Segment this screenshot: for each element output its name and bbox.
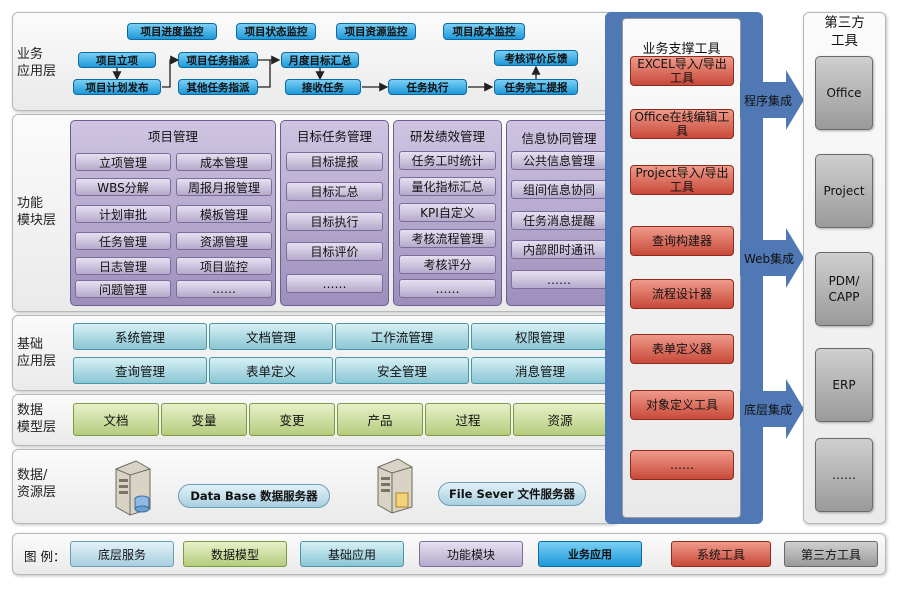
- third-party-office[interactable]: Office: [815, 56, 873, 130]
- module-item[interactable]: 目标评价: [286, 242, 383, 261]
- module-item[interactable]: 资源管理: [176, 232, 272, 250]
- module-item[interactable]: 成本管理: [176, 153, 272, 171]
- data-model[interactable]: 产品: [337, 403, 423, 436]
- data-model[interactable]: 变更: [249, 403, 335, 436]
- base-app[interactable]: 权限管理: [471, 323, 609, 350]
- flow-task-assign[interactable]: 项目任务指派: [178, 52, 258, 68]
- data-model[interactable]: 资源: [513, 403, 607, 436]
- database-server[interactable]: Data Base 数据服务器: [178, 484, 330, 508]
- file-server[interactable]: File Sever 文件服务器: [438, 482, 586, 506]
- module-item[interactable]: WBS分解: [75, 178, 171, 196]
- base-app[interactable]: 系统管理: [73, 323, 207, 350]
- monitor-cost[interactable]: 项目成本监控: [443, 23, 525, 40]
- base-app[interactable]: 安全管理: [335, 357, 469, 384]
- module-item[interactable]: KPI自定义: [399, 203, 496, 222]
- tool-object-definer[interactable]: 对象定义工具: [630, 390, 734, 420]
- tool-office-online-edit[interactable]: Office在线编辑工具: [630, 109, 734, 139]
- monitor-status[interactable]: 项目状态监控: [236, 23, 316, 40]
- flow-receive-task[interactable]: 接收任务: [285, 79, 361, 95]
- tool-query-builder[interactable]: 查询构建器: [630, 226, 734, 256]
- integration-web: Web集成: [744, 251, 795, 266]
- tools-panel: [622, 18, 741, 518]
- module-item[interactable]: ……: [399, 279, 496, 298]
- database-server-icon: [115, 460, 151, 516]
- module-item[interactable]: 考核评分: [399, 255, 496, 274]
- model-layer-label: 数据 模型层: [17, 403, 57, 435]
- tool-flow-designer[interactable]: 流程设计器: [630, 279, 734, 309]
- flow-project-setup[interactable]: 项目立项: [78, 52, 156, 68]
- flow-monthly-goal[interactable]: 月度目标汇总: [281, 52, 359, 68]
- tool-project-import-export[interactable]: Project导入/导出工具: [630, 165, 734, 195]
- module-item[interactable]: 目标执行: [286, 212, 383, 231]
- legend-base-app: 基础应用: [300, 541, 404, 567]
- module-item[interactable]: 任务工时统计: [399, 151, 496, 170]
- module-item[interactable]: 量化指标汇总: [399, 177, 496, 196]
- base-layer-label: 基础 应用层: [17, 337, 57, 369]
- module-info-title: 信息协同管理: [521, 131, 597, 146]
- module-item[interactable]: 组间信息协同: [511, 180, 607, 199]
- module-item[interactable]: ……: [286, 274, 383, 293]
- third-party-project[interactable]: Project: [815, 154, 873, 228]
- business-flow-arrows: [112, 55, 541, 92]
- module-goal-title: 目标任务管理: [296, 129, 372, 144]
- integration-program: 程序集成: [744, 93, 793, 108]
- monitor-resource[interactable]: 项目资源监控: [336, 23, 416, 40]
- module-item[interactable]: 公共信息管理: [511, 151, 607, 170]
- flow-task-exec[interactable]: 任务执行: [388, 79, 467, 95]
- integration-arrows: [740, 70, 804, 439]
- flow-other-task-assign[interactable]: 其他任务指派: [178, 79, 258, 95]
- base-app[interactable]: 查询管理: [73, 357, 207, 384]
- data-model[interactable]: 过程: [425, 403, 511, 436]
- legend-function-module: 功能模块: [419, 541, 523, 567]
- module-item[interactable]: 问题管理: [75, 280, 171, 298]
- integration-bottom: 底层集成: [744, 402, 793, 417]
- tool-more[interactable]: ……: [630, 450, 734, 480]
- legend-system-tool: 系统工具: [671, 541, 771, 567]
- module-perf-title: 研发绩效管理: [409, 129, 485, 144]
- module-item[interactable]: 日志管理: [75, 257, 171, 275]
- module-item[interactable]: 计划审批: [75, 205, 171, 223]
- module-item[interactable]: ……: [511, 270, 607, 289]
- module-item[interactable]: ……: [176, 280, 272, 298]
- function-layer-label: 功能 模块层: [17, 196, 57, 228]
- base-app[interactable]: 文档管理: [209, 323, 333, 350]
- file-server-icon: [377, 458, 413, 514]
- module-item[interactable]: 内部即时通讯: [511, 240, 607, 259]
- data-model[interactable]: 变量: [161, 403, 247, 436]
- base-app[interactable]: 消息管理: [471, 357, 609, 384]
- base-app[interactable]: 表单定义: [209, 357, 333, 384]
- tools-title: 业务支撑工具: [642, 42, 721, 57]
- module-item[interactable]: 目标汇总: [286, 182, 383, 201]
- module-item[interactable]: 周报月报管理: [176, 178, 272, 196]
- module-item[interactable]: 项目监控: [176, 257, 272, 275]
- data-model[interactable]: 文档: [73, 403, 159, 436]
- flow-eval-feedback[interactable]: 考核评价反馈: [494, 50, 578, 66]
- module-item[interactable]: 立项管理: [75, 153, 171, 171]
- tool-excel-import-export[interactable]: EXCEL导入/导出工具: [630, 56, 734, 86]
- module-item[interactable]: 目标提报: [286, 152, 383, 171]
- monitor-progress[interactable]: 项目进度监控: [127, 23, 217, 40]
- resource-layer-label: 数据/ 资源层: [17, 468, 57, 500]
- business-layer-label: 业务 应用层: [17, 47, 57, 79]
- module-item[interactable]: 模板管理: [176, 205, 272, 223]
- legend-data-model: 数据模型: [183, 541, 287, 567]
- module-item[interactable]: 任务管理: [75, 232, 171, 250]
- flow-plan-release[interactable]: 项目计划发布: [73, 79, 161, 95]
- third-party-title: 第三方 工具: [824, 15, 865, 49]
- tool-form-definer[interactable]: 表单定义器: [630, 334, 734, 364]
- legend-bottom-service: 底层服务: [70, 541, 174, 567]
- module-item[interactable]: 考核流程管理: [399, 229, 496, 248]
- legend-third-party: 第三方工具: [784, 541, 878, 567]
- third-party-more[interactable]: ……: [815, 438, 873, 512]
- third-party-erp[interactable]: ERP: [815, 348, 873, 422]
- flow-task-report[interactable]: 任务完工提报: [494, 79, 578, 95]
- legend-business-app: 业务应用: [538, 541, 642, 567]
- module-project-title: 项目管理: [147, 129, 198, 144]
- third-party-pdm-capp[interactable]: PDM/ CAPP: [815, 252, 873, 326]
- module-item[interactable]: 任务消息提醒: [511, 211, 607, 230]
- legend-title: 图 例：: [24, 549, 66, 564]
- base-app[interactable]: 工作流管理: [335, 323, 469, 350]
